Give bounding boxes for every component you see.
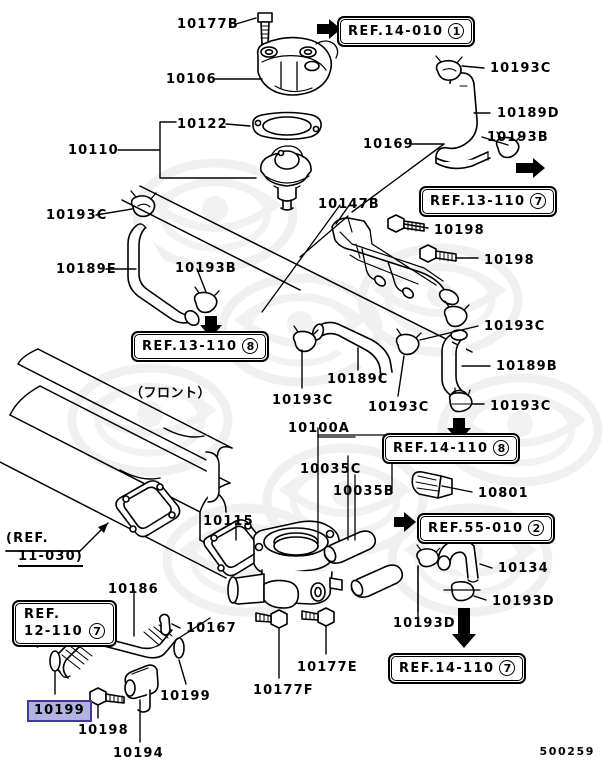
label-10193B-right[interactable]: 10193B <box>487 130 549 145</box>
part-10177E-bolt <box>301 607 335 627</box>
ref-13-110-7-circle-number: 7 <box>530 193 547 209</box>
part-10169-hose <box>435 72 491 170</box>
clamp-10193C-center <box>292 325 319 353</box>
clamp-10193C-lower-center <box>395 328 422 356</box>
label-10134[interactable]: 10134 <box>498 561 549 576</box>
part-10198-bolt-bottom <box>89 687 125 706</box>
ref-text-11-030: (REF. 11-030) <box>6 530 83 567</box>
part-10167-clip <box>158 613 171 636</box>
leader-lines <box>54 17 509 743</box>
label-10198-a[interactable]: 10198 <box>434 223 485 238</box>
label-10189E[interactable]: 10189E <box>56 262 117 277</box>
part-10198-bolt-a <box>387 214 425 233</box>
label-10193D-left[interactable]: 10193D <box>393 616 456 631</box>
front-direction-marker: （フロント） <box>130 386 212 401</box>
label-10193D-right[interactable]: 10193D <box>492 594 555 609</box>
label-10194[interactable]: 10194 <box>113 746 164 761</box>
label-10198-b[interactable]: 10198 <box>484 253 535 268</box>
ref-14-010-1-circle-number: 1 <box>448 23 465 39</box>
ref-14-110-7-circle-number: 7 <box>499 660 516 676</box>
label-10115[interactable]: 10115 <box>203 514 254 529</box>
label-10177E[interactable]: 10177E <box>297 660 358 675</box>
part-10122-gasket <box>252 111 322 141</box>
label-10198-bottom[interactable]: 10198 <box>78 723 129 738</box>
ref-14-010-1-text: REF.14-010 <box>348 23 444 39</box>
ref-13-110-8-circle-number: 8 <box>242 338 259 354</box>
label-10110[interactable]: 10110 <box>68 143 119 158</box>
label-10177B[interactable]: 10177B <box>177 17 239 32</box>
part-10177F-bolt <box>255 609 288 629</box>
label-10186[interactable]: 10186 <box>108 582 159 597</box>
ref-55-010-2-text: REF.55-010 <box>428 520 524 536</box>
label-10106[interactable]: 10106 <box>166 72 217 87</box>
diagram-id: 500259 <box>539 745 595 758</box>
label-10122[interactable]: 10122 <box>177 117 228 132</box>
ref-14-110-8-text: REF.14-110 <box>393 440 489 456</box>
ref-13-110-7-text: REF.13-110 <box>430 193 526 209</box>
clamp-10193B-left <box>193 286 220 314</box>
label-10199-right[interactable]: 10199 <box>160 689 211 704</box>
ref-box-12-110-line1: REF. <box>24 607 61 622</box>
ref-11-030-line2: 11-030) <box>18 548 83 567</box>
label-10193C-left[interactable]: 10193C <box>46 208 108 223</box>
clamp-10193B-right <box>495 131 522 159</box>
part-10110-thermostat <box>259 145 312 211</box>
label-10801[interactable]: 10801 <box>478 486 529 501</box>
part-10194-bracket <box>124 664 159 713</box>
label-10199-highlighted[interactable]: 10199 <box>27 700 92 722</box>
clamp-10193C-top <box>435 55 463 81</box>
label-10193C-mid-right[interactable]: 10193C <box>484 319 546 334</box>
clamp-10193D-upper <box>416 544 441 568</box>
clamp-10193C-left <box>130 190 157 218</box>
clamp-10193C-right-upper <box>443 300 470 328</box>
engine-block-outline <box>0 185 473 579</box>
block-flange <box>115 480 181 538</box>
ref-box-12-110-line2: 12-110 <box>24 623 84 639</box>
label-10193C-low-left[interactable]: 10193C <box>272 393 334 408</box>
label-10193C-top-right[interactable]: 10193C <box>490 61 552 76</box>
label-10193C-low-right[interactable]: 10193C <box>490 399 552 414</box>
label-10193B-left[interactable]: 10193B <box>175 261 237 276</box>
part-10801-plug <box>411 471 453 499</box>
part-10035B-pipe <box>350 564 404 598</box>
part-10189B-hose <box>441 329 468 403</box>
ref-box-12-110-circle-number: 7 <box>89 623 106 639</box>
label-10189C[interactable]: 10189C <box>327 372 389 387</box>
part-10035C-pipe <box>323 530 377 564</box>
label-10177F[interactable]: 10177F <box>253 683 314 698</box>
label-10100A[interactable]: 10100A <box>288 421 350 436</box>
part-10189E-hose <box>127 223 200 327</box>
ref-14-110-8-circle-number: 8 <box>493 440 510 456</box>
part-10198-bolt-b <box>419 244 457 263</box>
part-10106-housing <box>256 36 339 96</box>
part-10115-gasket <box>203 519 269 577</box>
label-10193C-low-mid[interactable]: 10193C <box>368 400 430 415</box>
ref-box-12-110[interactable]: REF. 12-110 7 <box>12 600 118 647</box>
part-10189C-hose <box>311 321 393 379</box>
label-10035C[interactable]: 10035C <box>300 462 362 477</box>
clamp-10193D-lower <box>443 581 481 602</box>
ref-11-030-line1: (REF. <box>6 531 49 546</box>
ref-13-110-8-text: REF.13-110 <box>142 338 238 354</box>
part-10177B-bolt <box>257 12 273 45</box>
label-10167[interactable]: 10167 <box>186 621 237 636</box>
label-10035B[interactable]: 10035B <box>333 484 395 499</box>
clamp-10193C-right-lower <box>448 387 473 413</box>
ref-55-010-2-circle-number: 2 <box>528 520 545 536</box>
ref-14-110-7-text: REF.14-110 <box>399 660 495 676</box>
label-10189D[interactable]: 10189D <box>497 106 560 121</box>
label-10169[interactable]: 10169 <box>363 137 414 152</box>
label-10147B[interactable]: 10147B <box>318 197 380 212</box>
label-10189B[interactable]: 10189B <box>496 359 558 374</box>
